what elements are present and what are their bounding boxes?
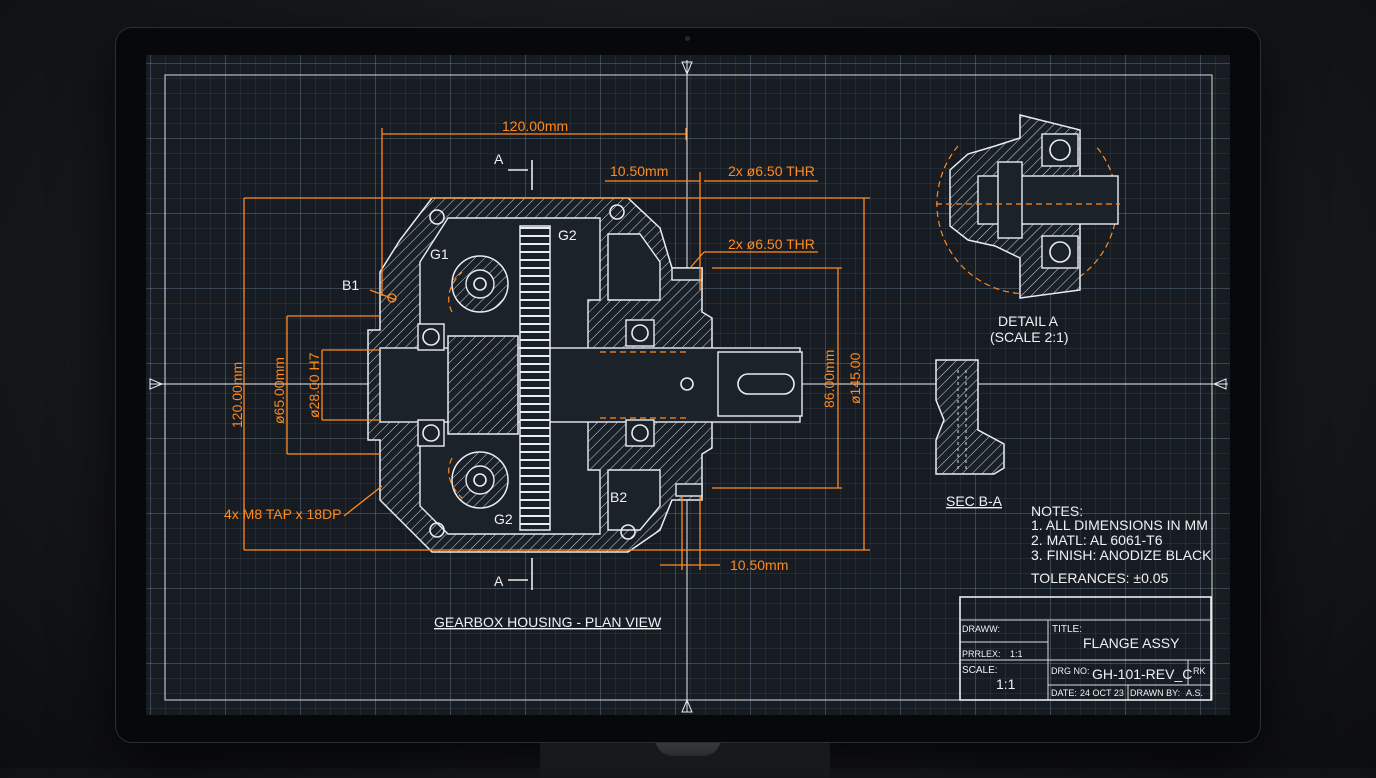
- detail-a-title: DETAIL A: [998, 313, 1059, 329]
- dim-top-width: 120.00mm: [502, 118, 568, 134]
- center-arrow-top: [681, 61, 693, 76]
- view-title: GEARBOX HOUSING - PLAN VIEW: [434, 614, 662, 630]
- monitor-stand-knob: [655, 738, 721, 756]
- note-line-1: 1. ALL DIMENSIONS IN MM: [1031, 517, 1208, 533]
- center-arrow-bottom: [681, 698, 693, 713]
- title-block[interactable]: [959, 596, 1212, 701]
- dim-top-offset: 10.50mm: [610, 163, 668, 179]
- section-marker-bottom: A: [494, 573, 504, 589]
- tb-drawn-label: DRAWW:: [962, 624, 1000, 634]
- detail-a-scale: (SCALE 2:1): [990, 329, 1069, 345]
- dimension-lines: [243, 128, 870, 570]
- dim-thread-top: 2x ø6.50 THR: [728, 163, 815, 179]
- dim-dia-28: ø28.00 H7: [306, 352, 322, 418]
- tb-scale-value: 1:1: [996, 676, 1016, 692]
- tb-prrlex-label: PRRLEX:: [962, 649, 1001, 659]
- sheet-border: [164, 74, 1213, 701]
- section-marker-top: A: [494, 151, 504, 167]
- tb-date-label: DATE:: [1051, 688, 1077, 698]
- gearbox-housing[interactable]: [367, 197, 803, 553]
- center-arrow-left: [149, 378, 164, 390]
- label-g1: G1: [430, 246, 449, 262]
- label-b2: B2: [610, 489, 627, 505]
- tb-title-label: TITLE:: [1052, 624, 1082, 635]
- tolerances-note: TOLERANCES: ±0.05: [1031, 570, 1169, 586]
- tb-title-value: FLANGE ASSY: [1083, 635, 1180, 651]
- dim-right-86: 86.00mm: [821, 350, 837, 408]
- section-b-a-view[interactable]: [935, 359, 1005, 475]
- tap-note: 4x M8 TAP x 18DP: [224, 506, 342, 522]
- detail-a-view[interactable]: [936, 114, 1120, 299]
- tb-prrlex-value: 1:1: [1010, 649, 1023, 659]
- dim-dia-145: ø145.00: [847, 352, 863, 404]
- section-title: SEC B-A: [946, 493, 1003, 509]
- cad-drawing[interactable]: 120.00mm 10.50mm 2x ø6.50 THR 2x ø6.50 T…: [146, 55, 1230, 715]
- tb-drg-label: DRG NO:: [1051, 666, 1090, 676]
- tb-drawn-by-label: DRAWN BY:: [1130, 688, 1180, 698]
- note-line-3: 3. FINISH: ANODIZE BLACK: [1031, 547, 1212, 563]
- tb-rk-label: RK: [1193, 666, 1206, 676]
- tb-date-value: 24 OCT 23: [1080, 688, 1124, 698]
- label-g2-bottom: G2: [494, 511, 513, 527]
- dim-dia-65: ø65.00mm: [271, 357, 287, 424]
- dim-thread-mid: 2x ø6.50 THR: [728, 236, 815, 252]
- label-b1: B1: [342, 277, 359, 293]
- tb-scale-label: SCALE:: [962, 665, 998, 676]
- dim-left-height: 120.00mm: [229, 362, 245, 428]
- tb-drawn-by-value: A.S.: [1186, 688, 1203, 698]
- cad-screen[interactable]: 120.00mm 10.50mm 2x ø6.50 THR 2x ø6.50 T…: [146, 55, 1230, 715]
- label-g2-top: G2: [558, 227, 577, 243]
- tb-drg-value: GH-101-REV_C: [1092, 666, 1192, 682]
- note-line-2: 2. MATL: AL 6061-T6: [1031, 532, 1163, 548]
- center-arrow-right: [1212, 378, 1227, 390]
- webcam: [685, 36, 690, 41]
- notes-heading: NOTES:: [1031, 503, 1083, 519]
- dim-bottom-offset: 10.50mm: [730, 557, 788, 573]
